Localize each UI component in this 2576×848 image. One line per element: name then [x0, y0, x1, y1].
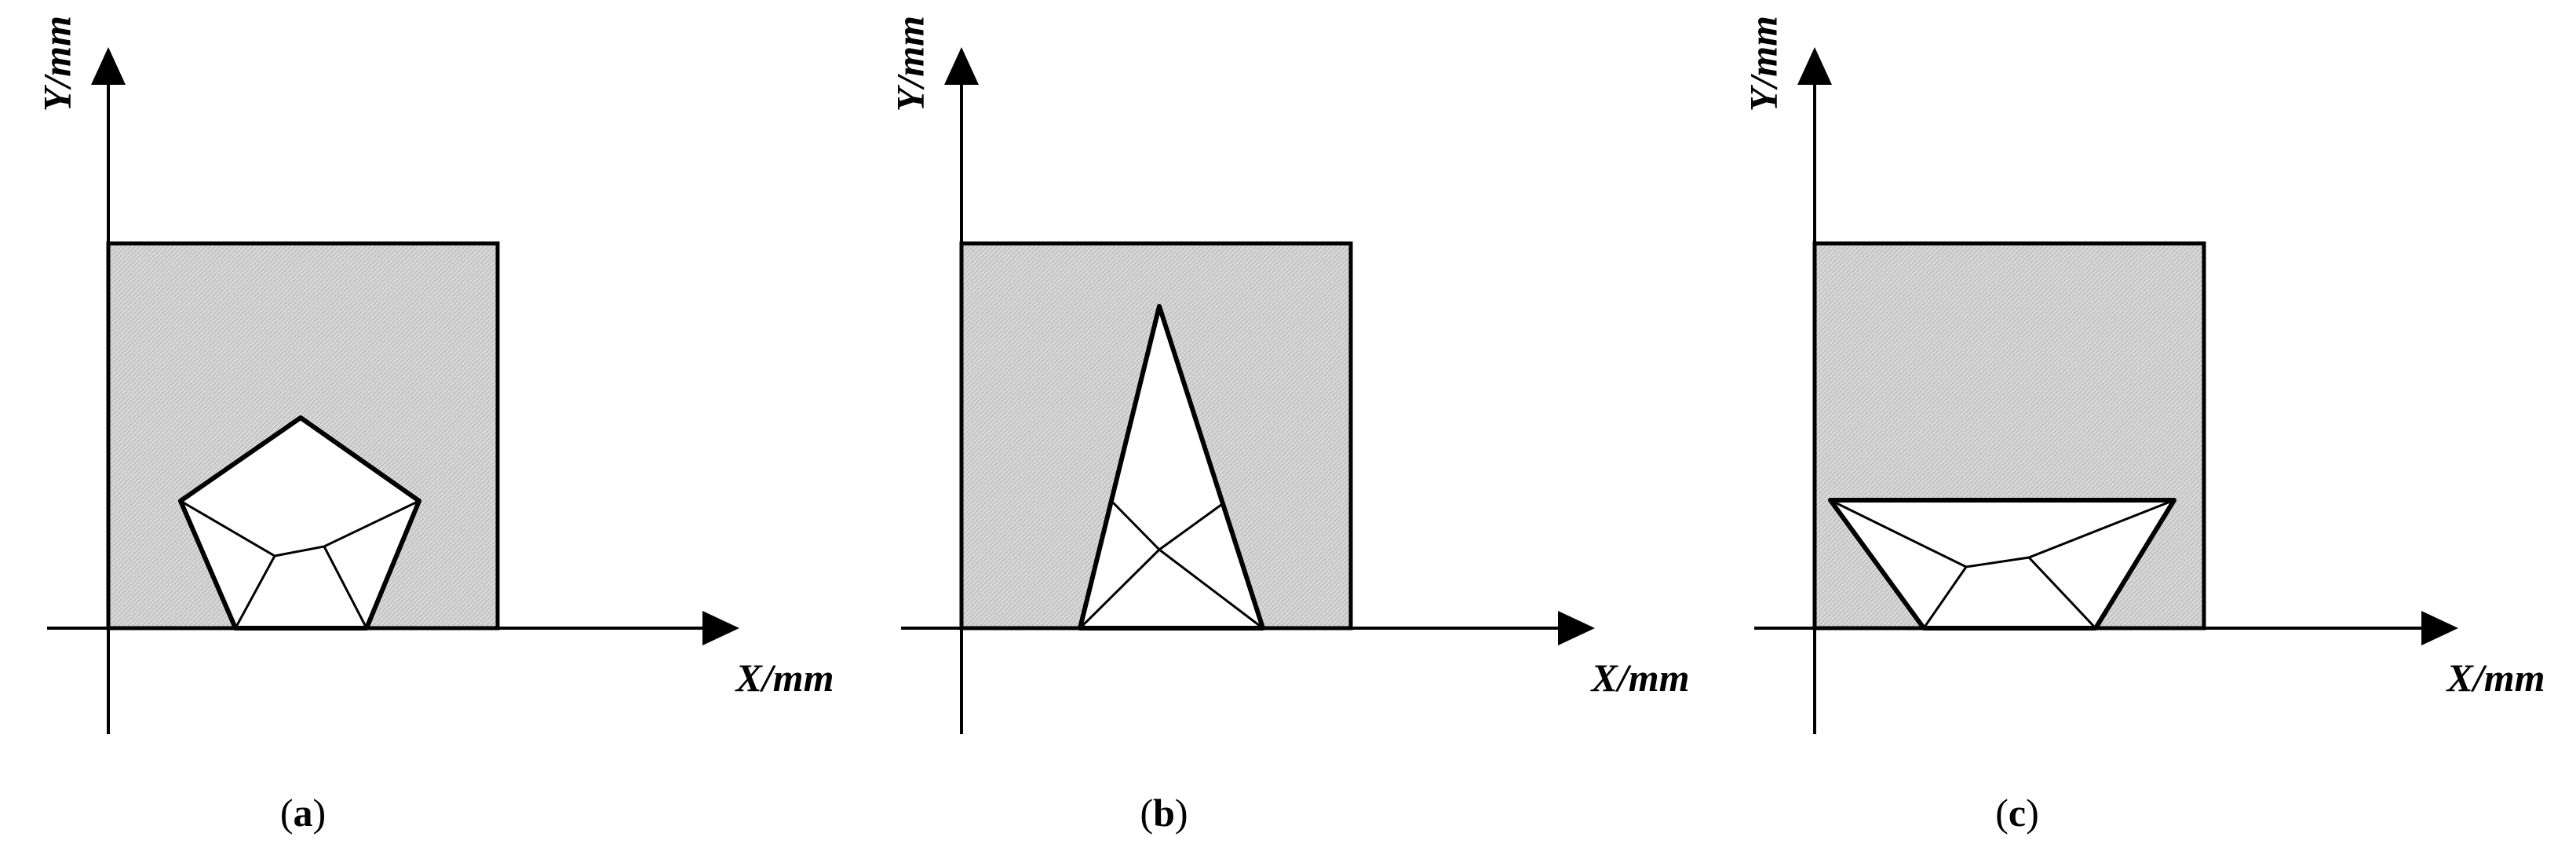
y-axis-arrow: [91, 47, 126, 85]
y-axis-arrow: [1797, 47, 1832, 85]
tall-triangle-inner-lines: [1078, 501, 1264, 630]
tall-triangle-shape: [1078, 304, 1265, 631]
pentagon-shape: [178, 415, 421, 631]
x-axis-label: X/mm: [734, 656, 834, 700]
caption-c: (c): [1995, 791, 2039, 835]
caption-b: (b): [1140, 791, 1188, 835]
x-axis-label: X/mm: [2445, 656, 2545, 700]
y-axis-label: Y/mm: [35, 16, 78, 111]
y-axis-arrow: [944, 47, 979, 85]
y-axis-label: Y/mm: [1741, 16, 1785, 111]
panel-c: Y/mm X/mm (c): [1741, 16, 2545, 835]
y-axis-label: Y/mm: [888, 16, 932, 111]
x-axis-arrow: [1558, 611, 1595, 645]
x-axis-arrow: [2421, 611, 2458, 645]
panel-a: Y/mm X/mm (a): [35, 16, 834, 835]
caption-a: (a): [280, 791, 326, 835]
pentagon-inner-lines: [180, 499, 420, 629]
x-axis-arrow: [702, 611, 739, 645]
panel-b: Y/mm X/mm (b): [888, 16, 1689, 835]
x-axis-label: X/mm: [1589, 656, 1689, 700]
inverted-trapezoid-inner-lines: [1830, 499, 2175, 630]
